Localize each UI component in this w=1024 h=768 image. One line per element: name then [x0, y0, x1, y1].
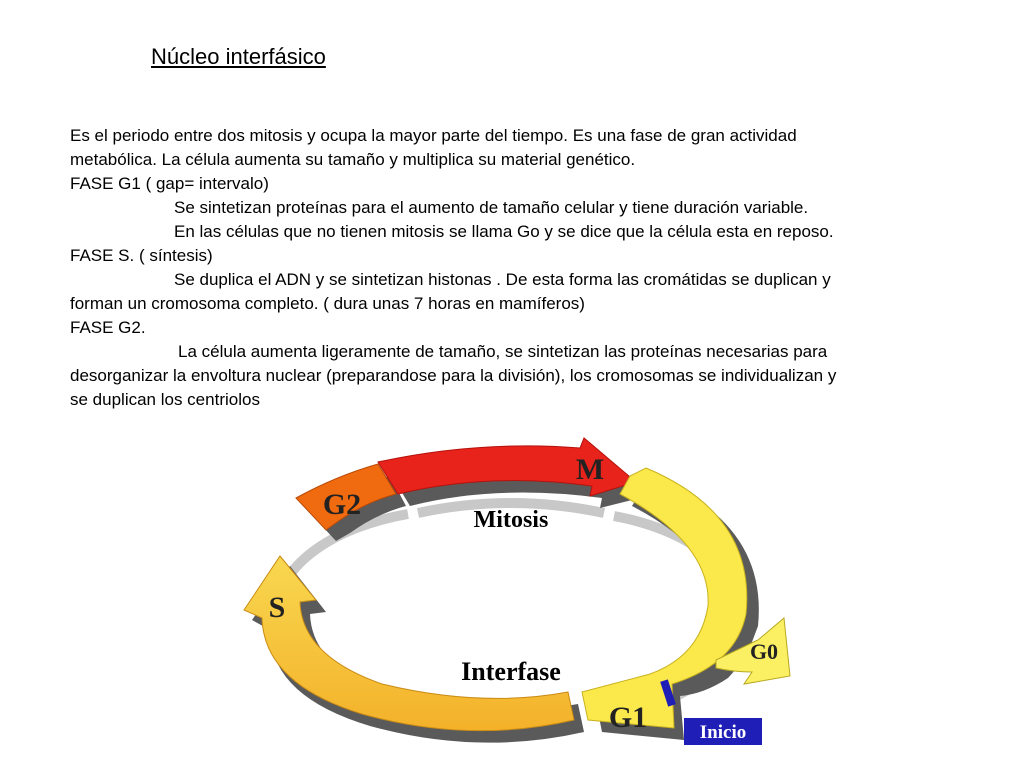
paragraph-line: La célula aumenta ligeramente de tamaño,… [178, 342, 828, 361]
inicio-box [684, 718, 762, 745]
paragraph-line: se duplican los centriolos [70, 390, 260, 409]
paragraph-line: forman un cromosoma completo. ( dura una… [70, 294, 585, 313]
g1-phase-arrow [581, 467, 748, 729]
inicio-label: Inicio [700, 722, 746, 743]
mitosis-label: Mitosis [474, 507, 549, 533]
phase-heading-s: FASE S. ( síntesis) [70, 246, 213, 265]
g0-arrow [715, 617, 791, 685]
g0-label: G0 [750, 639, 778, 664]
paragraph-line: Es el periodo entre dos mitosis y ocupa … [70, 126, 797, 145]
m-phase-arrow [377, 437, 638, 497]
g1-label: G1 [609, 701, 647, 734]
paragraph-line: Se duplica el ADN y se sintetizan histon… [174, 270, 831, 289]
interfase-label: Interfase [461, 657, 561, 686]
paragraph-line: En las células que no tienen mitosis se … [174, 222, 834, 241]
body-text: Es el periodo entre dos mitosis y ocupa … [70, 124, 970, 412]
phase-heading-g2: FASE G2. [70, 318, 146, 337]
g2-phase-arrow [295, 463, 397, 531]
paragraph-line: desorganizar la envoltura nuclear (prepa… [70, 366, 837, 385]
paragraph-line: Se sintetizan proteínas para el aumento … [174, 198, 809, 217]
page-title: Núcleo interfásico [151, 44, 326, 69]
s-phase-arrow [243, 555, 575, 732]
checkpoint-marker [660, 679, 676, 707]
m-label: M [576, 453, 604, 486]
g2-label: G2 [323, 488, 361, 521]
paragraph-line: metabólica. La célula aumenta su tamaño … [70, 150, 636, 169]
s-label: S [269, 591, 286, 624]
phase-heading-g1: FASE G1 ( gap= intervalo) [70, 174, 269, 193]
